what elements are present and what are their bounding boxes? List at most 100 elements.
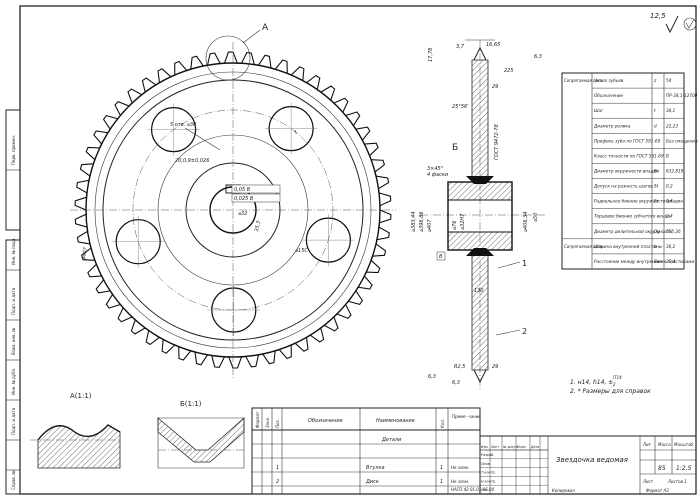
spec-section: Детали (381, 437, 402, 443)
param-value: 22,23 (666, 123, 678, 128)
side-dim-12: ⌀396,86 (419, 211, 425, 232)
margin-label-6: Перв. примен. (11, 135, 16, 165)
callout-2: 2 (522, 327, 527, 336)
spec-h-zone: Зона (265, 417, 270, 428)
param-symbol: δt (654, 184, 659, 189)
tb-scale: 1:2,5 (676, 465, 692, 472)
side-dim-16: ⌀76 (452, 221, 458, 230)
margin-label-5: Справ. № (11, 471, 16, 490)
left-margin-strip: Инв. № подл. Подп. и дата Взам. инв. № И… (5, 109, 21, 495)
param-name: Диаметр окружности впадин (593, 169, 659, 174)
side-dim-14: ⌀406,34 (523, 211, 529, 232)
side-dim-8: ГОСТ 9472-78 (494, 124, 500, 160)
side-dim-2: 3,7 (456, 44, 465, 50)
param-value: 632,819 (666, 169, 684, 174)
param-name: Число зубьев (594, 78, 624, 83)
spec-row-1-pos: 2 (276, 479, 279, 485)
spec-h-pos: Поз. (275, 419, 280, 428)
tol-2-label: 0,025 В (234, 196, 254, 202)
tol-1-label: 0,05 В (234, 187, 251, 193)
margin-label-3: Инв. № дубл. (11, 368, 16, 395)
roughness-symbol: 12,5 (650, 12, 697, 34)
tb-header: Лист (490, 445, 499, 449)
param-name: Ширина внутренней пластины (594, 244, 663, 249)
param-group: Сопрягаемая цепь (564, 78, 604, 83)
param-name: Класс точности по ГОСТ 591-69 (594, 153, 664, 158)
note-1c: 2 (613, 382, 616, 387)
param-group: Сопрягаемая цепь (564, 244, 604, 249)
sprocket-teeth (74, 51, 392, 369)
dim-outer-label: ⌀407 (81, 246, 89, 260)
spec-h-name: Наименование (376, 418, 415, 424)
tb-role: Пров. (481, 462, 491, 466)
mark-z: z (292, 129, 299, 136)
param-value: 0,4 (666, 214, 673, 219)
tb-header: № докум. (502, 445, 519, 449)
param-value: ПР-38,1-12700 (666, 93, 698, 98)
tb-mass: 85 (658, 465, 666, 472)
side-dim-20: R2,5 (454, 364, 465, 370)
spec-h-designation: Обозначение (308, 418, 343, 424)
param-symbol: Bвн (654, 259, 662, 264)
sprocket-front-view: A 5 отв. ⌀30 20,0,9±0,026 0,05 В 0,025 В… (70, 23, 396, 378)
margin-label-2: Взам. инв. № (11, 328, 16, 355)
param-symbol: b (654, 244, 657, 249)
spec-row-0-note: Не злом. (451, 465, 469, 470)
roughness-value: 12,5 (650, 12, 666, 20)
param-symbol: Er (654, 199, 659, 204)
param-name: Допуск на разность шагов (593, 184, 653, 189)
spec-h-format: Формат (255, 411, 260, 428)
tb-role: Н.контр. (481, 479, 496, 483)
param-name: Торцевое биение зубчатого венца (594, 214, 670, 219)
spec-h-note: Приме- чание (452, 414, 481, 419)
bore-tol-label: 20,0,9±0,026 (175, 158, 209, 164)
side-dim-4: 225 (504, 68, 514, 74)
holes-label: 5 отв. ⌀30 (170, 122, 196, 128)
side-dim-15: ⌀50 (533, 213, 539, 222)
detail-a-label: A(1:1) (70, 392, 92, 400)
param-name: Диаметр делительной окружности (593, 229, 672, 234)
side-dim-19: 6,3 (428, 374, 436, 380)
spec-row-0-pos: 1 (276, 465, 279, 471)
side-dim-10: 4 фаски (427, 172, 449, 178)
dim-bore-label: ⌀32 (238, 211, 247, 217)
param-name: Обозначение (594, 93, 623, 98)
param-value: Без смещения (666, 138, 698, 143)
side-dim-17: ⌀32Н7 (460, 213, 466, 230)
note-1: 1. н14, h14, ± (570, 379, 613, 386)
tb-header: Дата (530, 445, 539, 449)
side-dim-6: 29 (492, 84, 498, 90)
tb-role: Т.контр. (481, 471, 496, 475)
param-symbol: t (654, 108, 656, 113)
spec-row-1-note: Не злом. (451, 479, 469, 484)
tb-format: Формат А3 (646, 488, 669, 493)
param-value: 655,26 (666, 229, 681, 234)
tb-header: Подп. (517, 445, 527, 449)
detail-b-label: Б(1:1) (180, 400, 202, 408)
param-symbol: Dg (654, 229, 660, 234)
detail-b: Б(1:1) (157, 400, 245, 469)
side-dim-9: 3×45° (427, 166, 444, 172)
spec-row-0-qty: 1 (440, 465, 443, 471)
tb-sheets: Листов 1 (667, 479, 687, 484)
side-dim-23: В (439, 254, 443, 260)
margin-label-4: Подп. и дата (11, 407, 16, 435)
param-value: 36,2 (666, 244, 676, 249)
param-value: 0,2 (666, 184, 673, 189)
side-dim-1: 17,78 (428, 48, 434, 62)
param-symbol: Di (654, 169, 659, 174)
param-name: Расстояние между внутренними пластинами (594, 259, 694, 264)
tb-stamp: НАПЗ 42 01.01.05.00 (451, 487, 495, 492)
tb-mass-label: Масса (658, 442, 671, 447)
spec-row-0-name: Втулка (366, 465, 385, 471)
side-dim-11: ⌀383,44 (411, 211, 417, 232)
detail-a: A(1:1) (30, 392, 121, 469)
param-name: Диаметр ролика (593, 123, 631, 128)
spec-h-qty: Кол. (440, 419, 445, 428)
side-dim-7: 25°56' (452, 104, 469, 110)
tb-header: Изм. (481, 445, 489, 449)
side-dim-21: 6,3 (452, 380, 460, 386)
